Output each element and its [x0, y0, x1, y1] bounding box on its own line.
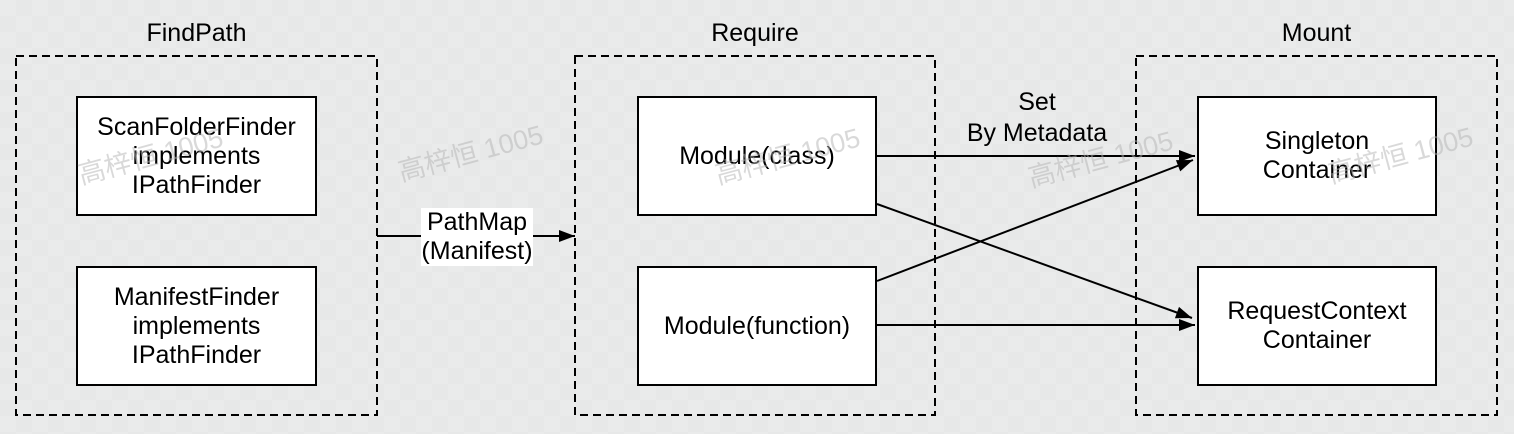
- group-border-mount: [1135, 55, 1498, 416]
- group-border-require: [574, 55, 936, 416]
- node-requestcontext-container: RequestContext Container: [1197, 266, 1437, 386]
- edge-label-set-by-metadata: Set By Metadata: [947, 87, 1127, 149]
- node-line: Singleton: [1264, 127, 1370, 155]
- node-line: Module(class): [679, 141, 835, 170]
- node-line: implements: [132, 141, 261, 170]
- edge-label-line: PathMap: [426, 208, 528, 236]
- group-title-findpath: FindPath: [146, 19, 247, 47]
- group-title-mount: Mount: [1281, 19, 1352, 47]
- group-title-require: Require: [711, 19, 799, 47]
- node-line: ScanFolderFinder: [97, 112, 296, 141]
- edge-label-line: (Manifest): [421, 237, 533, 265]
- node-module-class: Module(class): [637, 96, 877, 216]
- edge-modulefunction-to-singleton: [876, 159, 1194, 282]
- node-line: Container: [1262, 156, 1372, 184]
- node-manifestfinder: ManifestFinder implements IPathFinder: [76, 266, 317, 386]
- edge-moduleclass-to-requestcontext: [876, 203, 1193, 319]
- edge-label-pathmap: PathMap (Manifest): [421, 208, 533, 266]
- node-line: Module(function): [663, 311, 851, 340]
- edge-label-line: Set: [1018, 88, 1056, 116]
- node-line: IPathFinder: [131, 170, 262, 199]
- node-scanfolderfinder: ScanFolderFinder implements IPathFinder: [76, 96, 317, 216]
- node-line: Container: [1262, 326, 1372, 354]
- node-singleton-container: Singleton Container: [1197, 96, 1437, 216]
- node-line: ManifestFinder: [113, 282, 280, 311]
- edge-label-line: By Metadata: [966, 119, 1108, 147]
- node-line: RequestContext: [1227, 297, 1407, 325]
- node-line: implements: [132, 311, 261, 340]
- node-module-function: Module(function): [637, 266, 877, 386]
- node-line: IPathFinder: [131, 340, 262, 369]
